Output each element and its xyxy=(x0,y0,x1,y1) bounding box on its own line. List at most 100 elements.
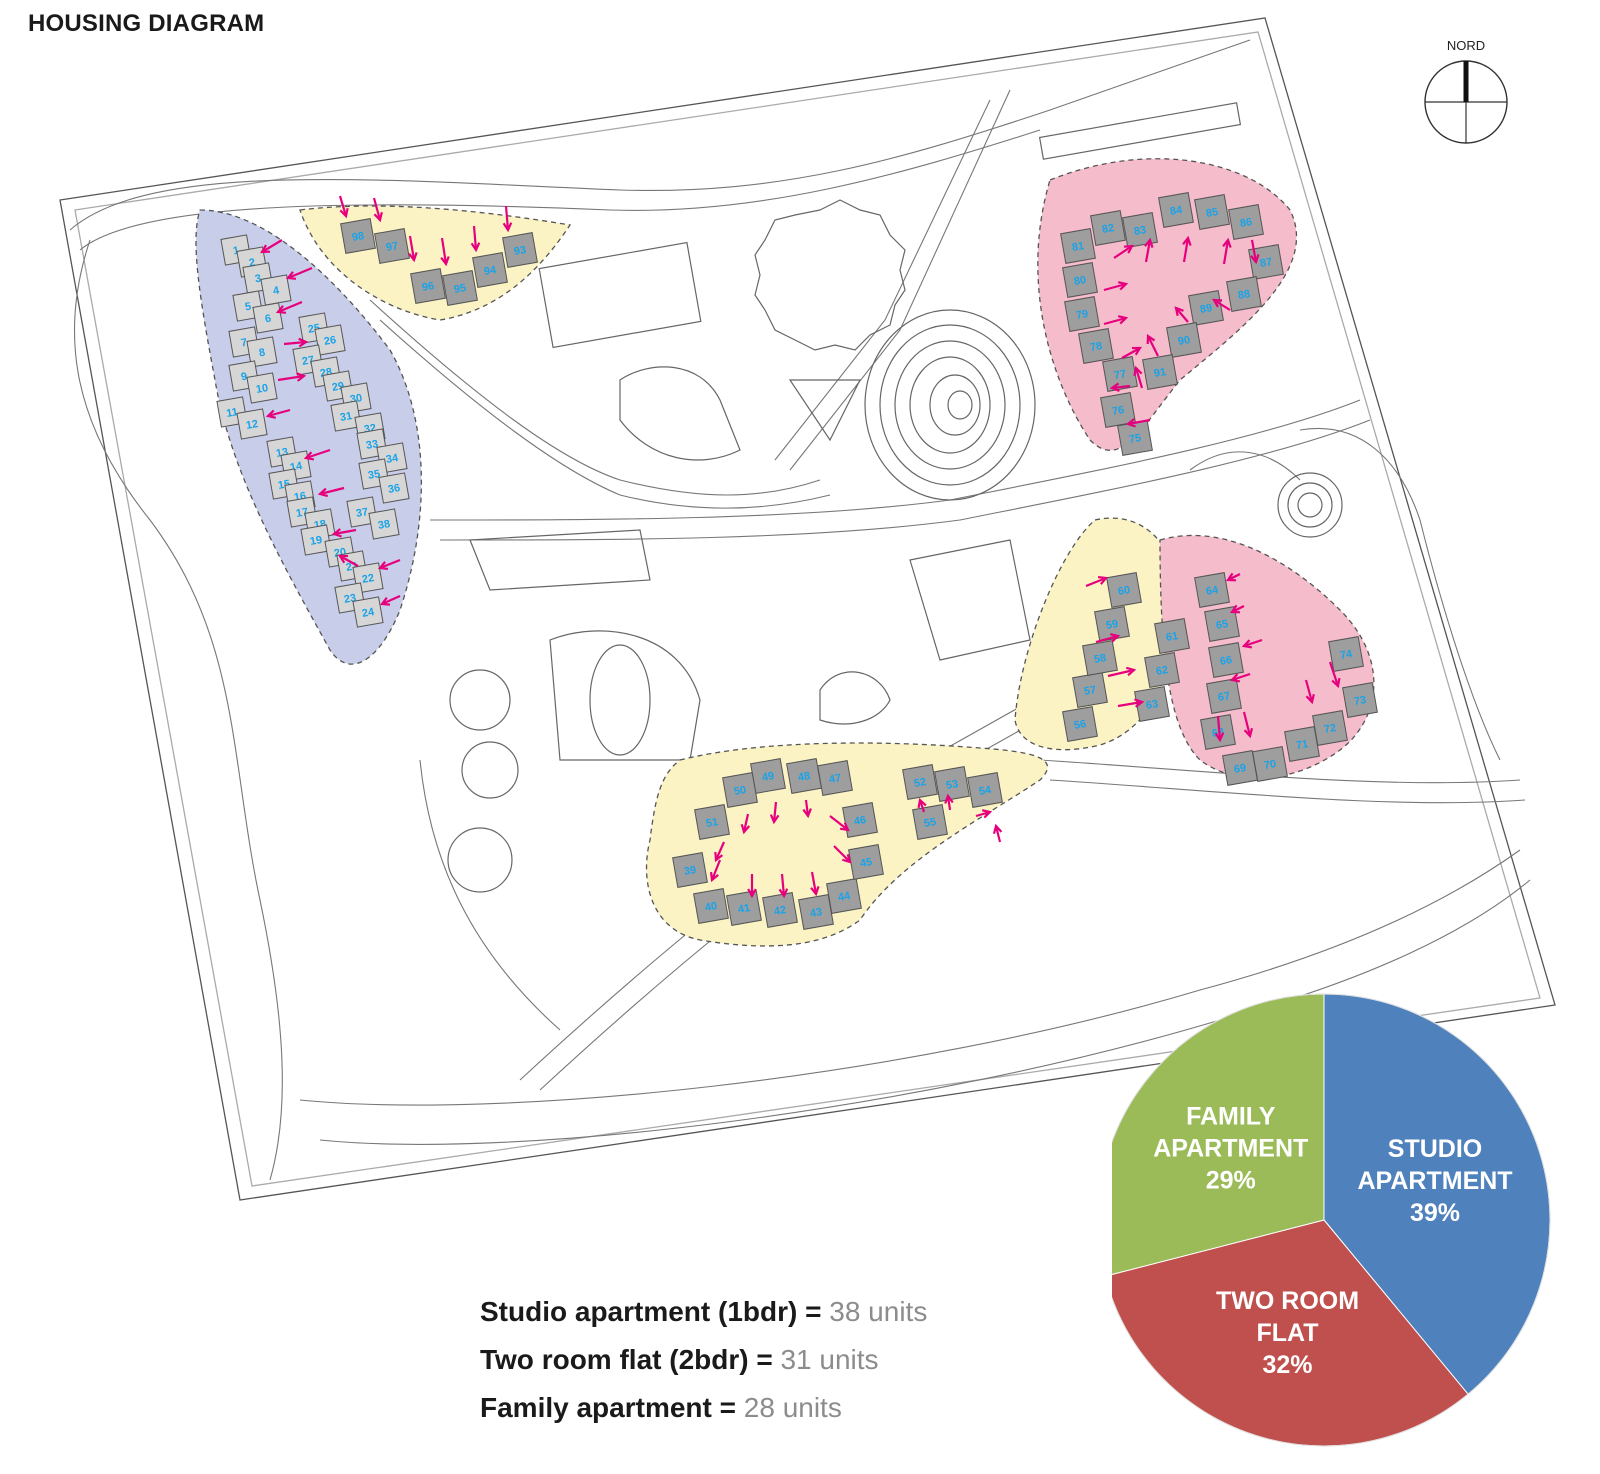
north-arrow-icon xyxy=(1424,60,1508,144)
central-features xyxy=(447,102,1343,893)
housing-unit: 10 xyxy=(246,372,278,404)
unit-number: 71 xyxy=(1295,738,1309,752)
unit-number: 85 xyxy=(1205,206,1219,220)
housing-unit: 45 xyxy=(848,844,884,880)
arrow-head xyxy=(275,305,287,314)
unit-number: 43 xyxy=(809,906,823,920)
circulation-arrow xyxy=(277,374,305,382)
circulation-arrow xyxy=(1111,384,1131,390)
housing-unit: 54 xyxy=(967,772,1003,808)
circulation-arrow xyxy=(1304,679,1314,703)
unit-number: 24 xyxy=(361,606,376,620)
housing-unit: 95 xyxy=(442,270,478,306)
arrow-head xyxy=(317,487,329,498)
housing-unit: 59 xyxy=(1094,606,1130,642)
arrow-head xyxy=(1243,727,1254,739)
unit-number: 74 xyxy=(1339,648,1354,662)
unit-number: 61 xyxy=(1165,630,1179,644)
unit-number: 41 xyxy=(737,902,751,916)
housing-unit: 36 xyxy=(378,472,410,504)
housing-unit: 47 xyxy=(817,760,853,796)
housing-unit: 80 xyxy=(1062,262,1098,298)
circulation-arrow xyxy=(1147,335,1159,357)
arrow-head xyxy=(992,823,1003,835)
arrow-head xyxy=(1331,677,1341,689)
housing-unit: 40 xyxy=(693,888,729,924)
circulation-arrow xyxy=(1242,711,1252,737)
circulation-arrow xyxy=(440,237,448,265)
arrow-head xyxy=(1146,333,1156,345)
unit-number: 90 xyxy=(1177,334,1191,348)
arrow-head xyxy=(1222,237,1232,248)
unit-number: 64 xyxy=(1205,584,1220,598)
housing-unit: 89 xyxy=(1188,290,1224,326)
arrow-head xyxy=(285,271,297,280)
unit-number: 11 xyxy=(225,406,239,420)
unit-number: 77 xyxy=(1113,368,1127,382)
circulation-arrow xyxy=(772,801,778,823)
arrow-head xyxy=(1241,639,1253,649)
circulation-arrow xyxy=(1175,307,1189,323)
unit-number: 78 xyxy=(1089,340,1103,354)
housing-unit: 48 xyxy=(786,758,822,794)
housing-unit: 41 xyxy=(726,890,762,926)
arrow-head xyxy=(1125,418,1136,428)
legend-two-room: Two room flat (2bdr) = 31 units xyxy=(480,1344,879,1375)
circulation-arrow xyxy=(339,555,359,567)
housing-unit: 85 xyxy=(1194,194,1230,230)
unit-number: 87 xyxy=(1259,256,1273,270)
arrow-head xyxy=(1117,281,1129,291)
unit-number: 33 xyxy=(365,438,379,452)
unit-number: 57 xyxy=(1083,684,1097,698)
circulation-arrow xyxy=(714,841,726,861)
unit-number: 62 xyxy=(1155,664,1169,678)
unit-number: 97 xyxy=(385,240,399,254)
page-title: HOUSING DIAGRAM xyxy=(28,10,265,37)
circulation-arrow xyxy=(1213,299,1231,311)
housing-unit: 62 xyxy=(1144,652,1180,688)
arrow-head xyxy=(810,886,820,897)
unit-number: 75 xyxy=(1128,432,1142,446)
unit-number: 72 xyxy=(1323,722,1337,736)
housing-unit: 81 xyxy=(1060,228,1096,264)
housing-unit: 43 xyxy=(798,894,834,930)
unit-number: 50 xyxy=(733,784,747,798)
unit-number: 31 xyxy=(339,410,353,424)
arrow-head xyxy=(1133,365,1143,377)
circulation-arrow xyxy=(1121,347,1141,359)
arrow-head xyxy=(373,211,383,223)
housing-unit: 61 xyxy=(1154,618,1190,654)
circulation-arrow xyxy=(381,594,401,606)
circulation-arrow xyxy=(504,205,510,231)
circulation-arrow xyxy=(1117,700,1143,708)
housing-unit: 94 xyxy=(472,252,508,288)
unit-number: 94 xyxy=(483,264,498,278)
housing-unit: 52 xyxy=(902,764,938,800)
arrow-head xyxy=(1123,244,1134,254)
arrow-head xyxy=(1109,382,1120,393)
unit-number: 22 xyxy=(361,572,375,586)
circulation-arrows xyxy=(260,195,1341,899)
unit-count-legend: Studio apartment (1bdr) = 38 units Two r… xyxy=(480,1288,927,1432)
housing-unit: 58 xyxy=(1082,640,1118,676)
housing-unit: 74 xyxy=(1328,636,1364,672)
unit-number: 86 xyxy=(1239,216,1253,230)
circulation-arrow xyxy=(1085,576,1107,588)
pie-slice-label: 32% xyxy=(1263,1351,1313,1379)
arrow-head xyxy=(709,871,719,883)
arrow-head xyxy=(740,824,751,835)
housing-unit: 65 xyxy=(1204,606,1240,642)
circulation-arrow xyxy=(1103,282,1127,292)
pie-slice-label: STUDIO xyxy=(1388,1135,1482,1163)
circulation-arrow xyxy=(1095,634,1119,644)
housing-unit: 97 xyxy=(374,228,410,264)
housing-unit: 57 xyxy=(1072,672,1108,708)
circulation-arrow xyxy=(829,815,849,831)
housing-unit: 86 xyxy=(1228,204,1264,240)
housing-unit: 46 xyxy=(842,802,878,838)
unit-number: 73 xyxy=(1353,694,1367,708)
pie-slice-label: FAMILY xyxy=(1186,1103,1276,1131)
unit-number: 40 xyxy=(704,900,718,914)
unit-number: 52 xyxy=(913,776,927,790)
